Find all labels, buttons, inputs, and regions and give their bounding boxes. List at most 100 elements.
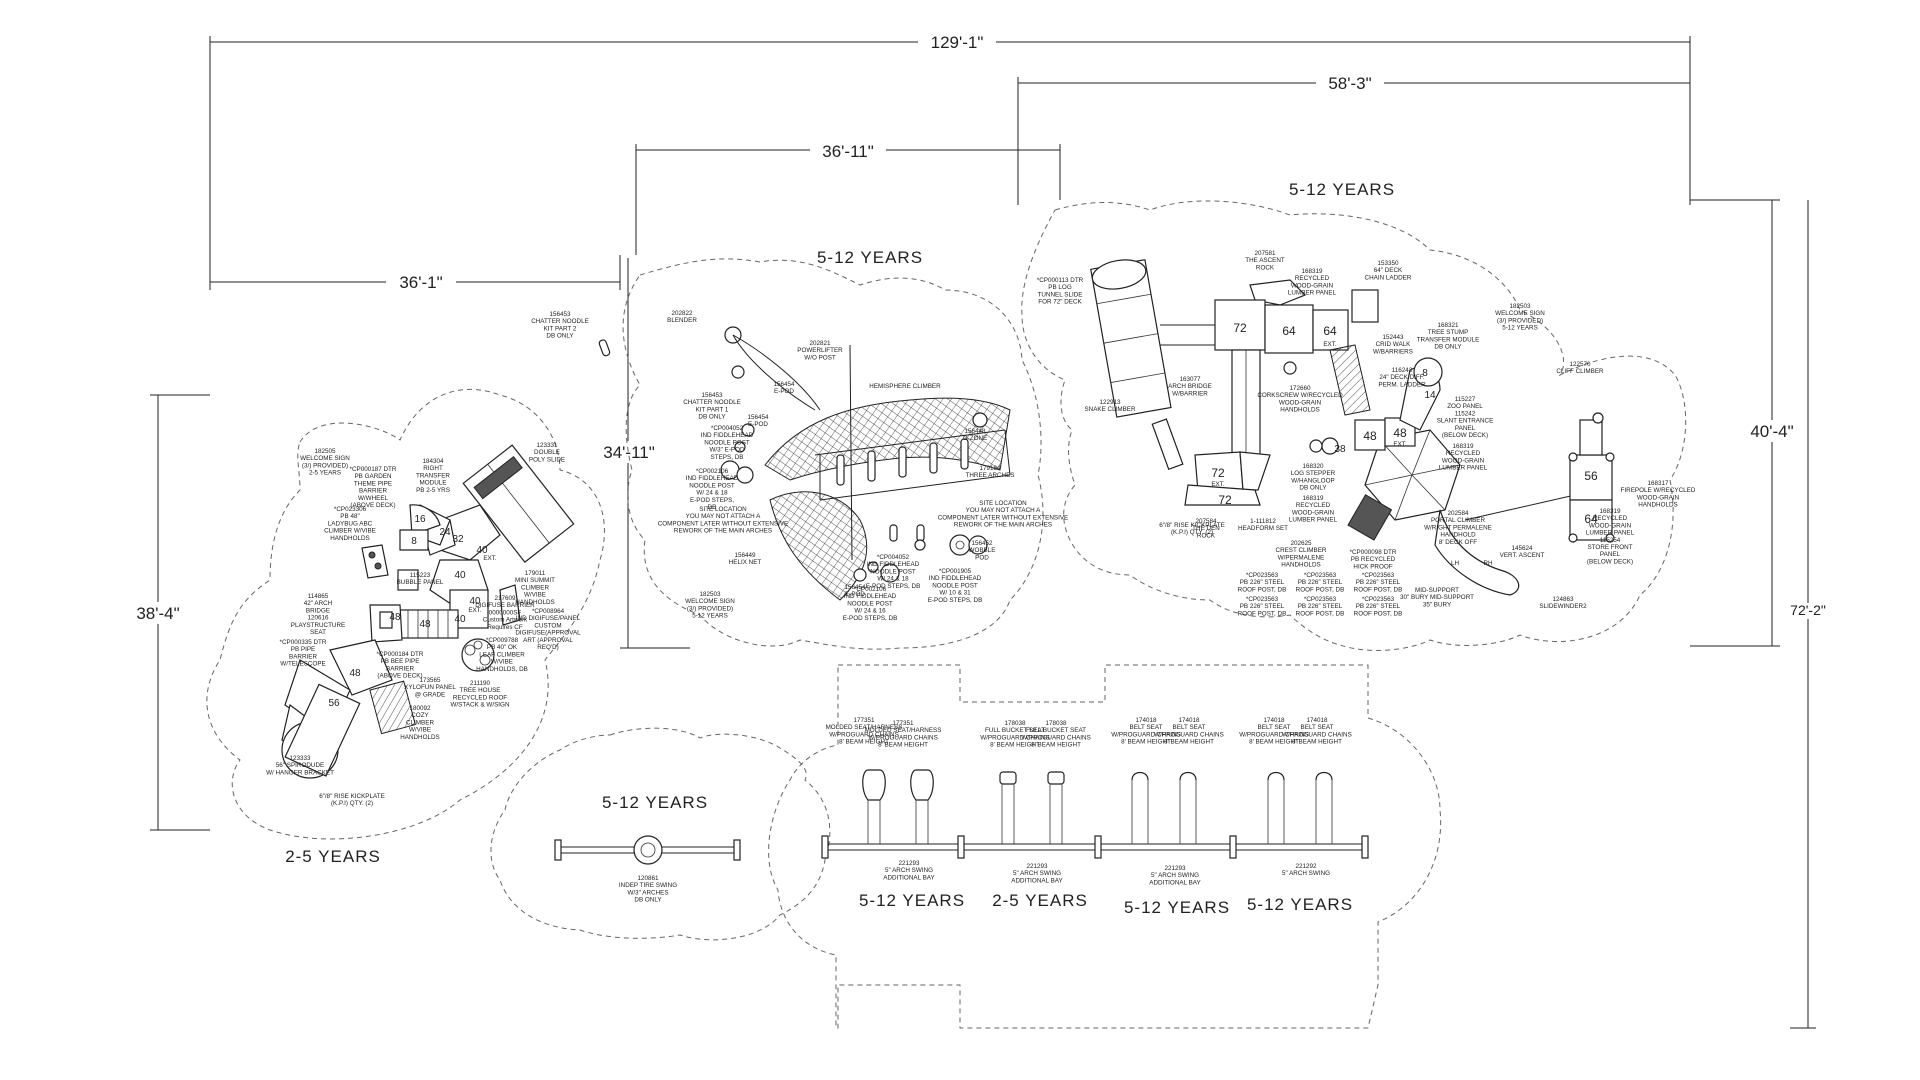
component-note-line: MOLDED SEAT/HARNESS [826, 724, 903, 731]
right-play-structure: LH RH 72 64 64 48 48 72 72 56 64 14 38 8… [1090, 259, 1615, 596]
e-pod-small [914, 539, 926, 551]
dimension-right-width: 58'-3" [1328, 74, 1371, 93]
powerlifter-cable-2 [732, 334, 816, 411]
component-note-line: *CP000187 DTR [350, 466, 397, 473]
component-note-line: *CP023563 [1304, 596, 1337, 603]
component-note-line: 174018 [1306, 717, 1328, 724]
component-note-line: DB ONLY [546, 333, 574, 340]
component-note-line: DB [708, 504, 717, 511]
component-note-line: SNAKE CLIMBER [1084, 406, 1136, 413]
deck-height-40-c: 40 [469, 596, 481, 607]
component-note-line: 123331 [536, 442, 558, 449]
snake-climber [1151, 418, 1184, 471]
component-note-line: MODULE [420, 480, 447, 487]
powerlifter-cable [732, 334, 821, 411]
use-zone-boundaries [206, 200, 1687, 1029]
component-note-line: 123333 [289, 755, 311, 762]
component-note-line: W/RIGHT PERMALENE [1424, 524, 1492, 531]
mini-summit-climber [499, 584, 521, 626]
component-note-line: FIREPOLE W/RECYCLED [1621, 487, 1696, 494]
component-note-line: 180092 [409, 705, 431, 712]
component-note-line: 168319 [1452, 443, 1474, 450]
deck-label-ext-c: EXT. [1211, 481, 1225, 488]
component-note-line: 177351 [892, 720, 914, 727]
component-note-line: PANEL [1455, 425, 1476, 432]
component-note-line: E-POD STEPS, DB [866, 583, 921, 590]
component-note-line: W/TELESCOPE [280, 661, 326, 668]
zone-label-left: 2-5 YEARS [285, 847, 381, 866]
component-note-line: *CP009788 [486, 637, 519, 644]
component-note-line: WOOD-GRAIN [1589, 522, 1632, 529]
component-note-line: W/STACK & W/SIGN [450, 702, 509, 709]
component-note-line: COZY [411, 712, 429, 719]
component-note-line: W/PERMALENE [1278, 554, 1325, 561]
component-note-line: *CP023563 [1362, 572, 1395, 579]
component-note-line: DB ONLY [1434, 344, 1462, 351]
deck-72-ext [1239, 451, 1271, 491]
component-note-line: WOOD-GRAIN [1292, 509, 1335, 516]
component-note-line: 145624 [1511, 545, 1533, 552]
component-note-line: TRANSFER MODULE [1417, 336, 1480, 343]
zone-label-right: 5-12 YEARS [1289, 180, 1395, 199]
component-note-line: 115227 [1455, 396, 1476, 403]
component-note-line: 24" DECK DIFF. [1379, 374, 1425, 381]
crest-climber [1347, 494, 1393, 541]
component-note-line: STEPS, DB [711, 454, 744, 461]
spiral-slide-chute [284, 683, 361, 777]
component-note-line: 115223 [410, 572, 431, 579]
ladybug-climber [361, 544, 389, 579]
component-note-line: *CP004052 [711, 425, 744, 432]
component-note-line: FOR 72" DECK [1038, 299, 1082, 306]
component-note-line: BELT SEAT [1173, 724, 1206, 731]
component-note-line: 168317 [1647, 480, 1669, 487]
component-note-line: *CP000184 DTR [377, 651, 424, 658]
bucket-seat-swing [999, 771, 1017, 844]
component-note-line: DB ONLY [634, 897, 662, 904]
right-structure-boundary [1021, 200, 1687, 651]
deck-height-64-b: 64 [1323, 324, 1337, 338]
component-note-line: KIT PART 1 [696, 406, 729, 413]
zone-label-swing-bay-4: 5-12 YEARS [1247, 895, 1353, 914]
component-note-line: THREE ARCHES [966, 472, 1015, 479]
component-note-line: 207581 [1254, 250, 1276, 257]
component-note-line: (3/) PROVIDED) [302, 462, 348, 469]
component-note-line: W/ 24 & 18 [696, 490, 728, 497]
component-note-line: 156449 [734, 552, 756, 559]
component-note-line: CLIMBER [521, 584, 549, 591]
component-note-line: ADDITIONAL BAY [883, 874, 935, 881]
three-arches [814, 429, 1011, 501]
component-note-line: W/PROGUARD CHAINS [1111, 731, 1181, 738]
component-note-line: PB LOG [1048, 284, 1072, 291]
component-note-line: NOODLE POST [847, 600, 893, 607]
component-note-line: BARRIER [386, 665, 414, 672]
component-note-line: HANDHOLDS [1281, 562, 1321, 569]
component-note-line: (BELOW DECK) [1442, 432, 1488, 439]
component-note-line: ROOF POST, DB [1238, 586, 1287, 593]
deck-height-48-a: 48 [1363, 429, 1377, 443]
component-note-line: PB 226" STEEL [1356, 603, 1401, 610]
component-note-line: WOBBLE [969, 547, 996, 554]
zone-labels: 2-5 YEARS 5-12 YEARS 5-12 YEARS 5-12 YEA… [285, 180, 1395, 917]
component-note-line: *CP008964 [532, 608, 565, 615]
component-note-line: CHATTER NOODLE [531, 318, 589, 325]
component-note-line: 221292 [1295, 863, 1317, 870]
deck-label-ext-a: EXT. [483, 555, 497, 562]
component-note-line: SEAT [310, 629, 326, 636]
component-note-line: 168321 [1437, 322, 1459, 329]
ascent-rock [1249, 279, 1307, 306]
component-note-line: 6"/8" RISE KICKPLATE [1159, 522, 1225, 529]
component-note-line: ROOF POST, DB [1354, 586, 1403, 593]
deck-label-ext-b: EXT. [1393, 441, 1407, 448]
